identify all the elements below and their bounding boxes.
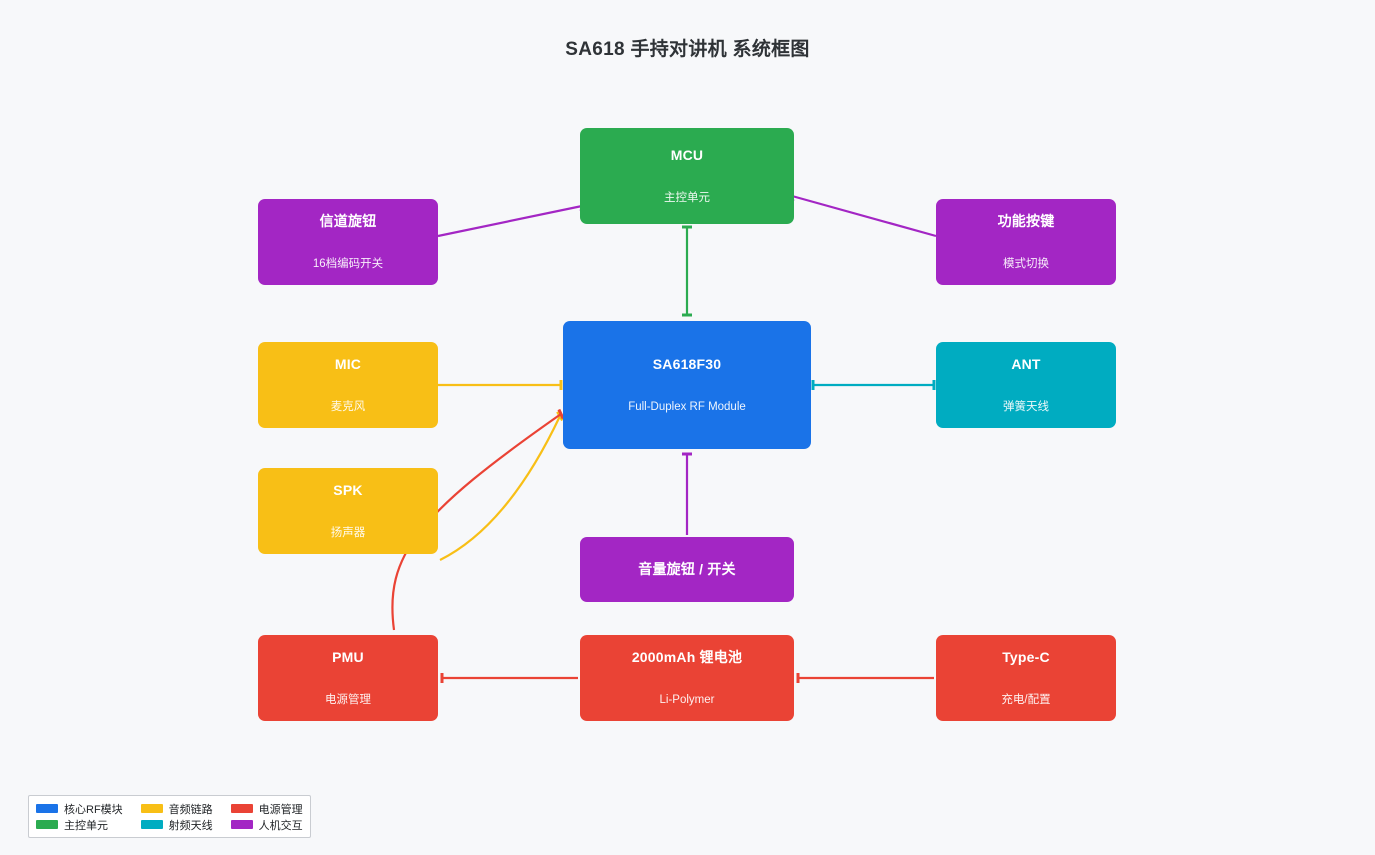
block-subtitle: 扬声器: [330, 526, 366, 539]
block-pmu[interactable]: PMU 电源管理: [258, 635, 438, 721]
connector-channel-to-mcu: [437, 204, 583, 238]
block-title: 音量旋钮 / 开关: [638, 561, 736, 578]
block-subtitle: Full-Duplex RF Module: [628, 400, 746, 413]
block-mcu[interactable]: MCU 主控单元: [580, 128, 794, 224]
block-subtitle: 16档编码开关: [312, 257, 384, 270]
block-spk[interactable]: SPK 扬声器: [258, 468, 438, 554]
block-title: Type-C: [1002, 648, 1050, 665]
block-subtitle: 模式切换: [1003, 257, 1049, 270]
legend-label: 核心RF模块: [64, 803, 123, 816]
legend-swatch: [230, 804, 253, 813]
legend-item: 音频链路: [140, 801, 213, 817]
block-title: MCU: [670, 146, 704, 163]
legend-label: 射频天线: [168, 819, 213, 832]
block-ant[interactable]: ANT 弹簧天线: [936, 342, 1116, 428]
legend-item: 电源管理: [230, 801, 303, 817]
legend-item: 主控单元: [36, 817, 123, 833]
block-volume[interactable]: 音量旋钮 / 开关: [580, 537, 794, 602]
legend: 核心RF模块 音频链路 电源管理 主控单元 射频天线 人机交互: [28, 795, 311, 838]
legend-swatch: [36, 804, 58, 813]
block-title: 信道旋钮: [319, 212, 377, 229]
block-function[interactable]: 功能按键模式切换: [936, 199, 1116, 285]
legend-item: 核心RF模块: [36, 801, 123, 817]
block-title: SA618F30: [652, 355, 722, 372]
legend-label: 音频链路: [168, 803, 213, 816]
page-title: SA618 手持对讲机 系统框图: [565, 39, 810, 60]
block-title: 2000mAh 锂电池: [631, 648, 743, 665]
legend-swatch: [230, 820, 253, 829]
block-subtitle: 主控单元: [664, 191, 710, 204]
legend-label: 人机交互: [258, 819, 303, 832]
legend-swatch: [140, 804, 163, 813]
connector-spk-to-rf: [439, 415, 561, 561]
block-subtitle: 麦克风: [330, 400, 366, 413]
block-mic[interactable]: MIC 麦克风: [258, 342, 438, 428]
legend-item: 人机交互: [230, 817, 303, 833]
legend-swatch: [140, 820, 163, 829]
block-typec[interactable]: Type-C 充电/配置: [936, 635, 1116, 721]
block-subtitle: 电源管理: [325, 693, 371, 706]
block-subtitle: Li-Polymer: [659, 693, 715, 706]
block-title: MIC: [334, 355, 362, 372]
connector-function-to-mcu: [791, 194, 937, 238]
arrowhead-spk-to-rf-end: [556, 410, 564, 422]
legend-label: 电源管理: [258, 803, 303, 816]
block-subtitle: 弹簧天线: [1003, 400, 1049, 413]
block-channel[interactable]: 信道旋钮 16档编码开关: [258, 199, 438, 285]
block-title: ANT: [1011, 355, 1041, 372]
block-subtitle: 充电/配置: [1001, 693, 1051, 706]
legend-swatch: [36, 820, 58, 829]
block-battery[interactable]: 2000mAh 锂电池 Li-Polymer: [580, 635, 794, 721]
block-title: PMU: [332, 648, 364, 665]
block-title: SPK: [333, 481, 363, 498]
legend-label: 主控单元: [64, 819, 108, 832]
legend-item: 射频天线: [140, 817, 213, 833]
block-title: 功能按键: [997, 212, 1055, 229]
